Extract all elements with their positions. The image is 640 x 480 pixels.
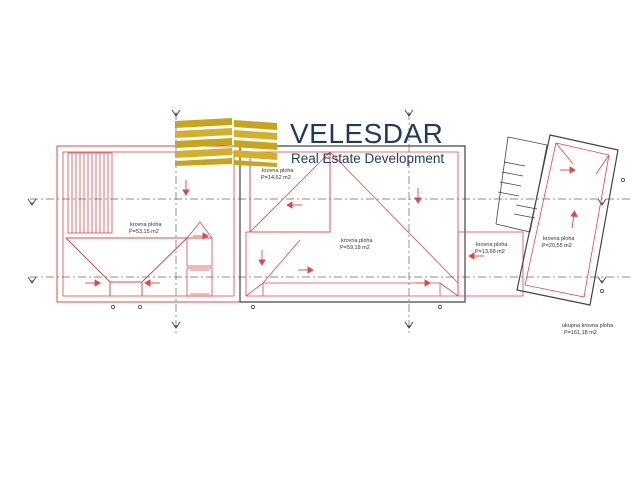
brand-name: VELESDAR bbox=[290, 118, 444, 149]
dormer-low bbox=[186, 267, 213, 297]
solar-panel-block bbox=[67, 152, 113, 234]
velesdar-logo-mark bbox=[175, 118, 277, 167]
arrow bbox=[570, 210, 578, 229]
reference-dots bbox=[111, 178, 625, 309]
area-label: krovna ploha bbox=[130, 222, 162, 228]
arrow bbox=[560, 166, 576, 174]
right-rotated-inner bbox=[524, 142, 610, 298]
area-value: P=20,55 m2 bbox=[542, 243, 572, 249]
area-label: krovna ploha bbox=[543, 236, 575, 242]
dormer-mid bbox=[186, 237, 213, 267]
left-roof-ridge bbox=[65, 237, 188, 283]
arrow bbox=[414, 188, 422, 204]
arrow bbox=[182, 180, 190, 196]
area-value: P=13,68 m2 bbox=[475, 249, 505, 255]
brand-tagline: Real Estate Development bbox=[291, 151, 445, 166]
middle-building-outline bbox=[239, 145, 466, 303]
area-value: P=14,62 m2 bbox=[261, 175, 291, 181]
arrow bbox=[468, 252, 484, 260]
arrow bbox=[286, 201, 302, 209]
area-label: krovna ploha bbox=[476, 242, 508, 248]
area-value: P=59,18 m2 bbox=[340, 245, 370, 251]
total-area-label: ukupna krovna ploha bbox=[562, 323, 614, 329]
axis-marker-bottom-right bbox=[404, 321, 414, 329]
staircase-outline bbox=[495, 136, 548, 233]
arrow bbox=[415, 279, 431, 287]
arrow bbox=[258, 250, 266, 266]
arrow bbox=[193, 232, 209, 240]
middle-roof-lines bbox=[245, 151, 459, 297]
staircase bbox=[495, 136, 548, 233]
axis-markers bbox=[27, 109, 607, 329]
right-rotated-outline bbox=[516, 134, 619, 306]
dormer-boxes bbox=[186, 221, 213, 297]
area-label: krovna ploha bbox=[341, 238, 373, 244]
solar-panel-hatch bbox=[71, 153, 109, 233]
area-value: P=53,15 m2 bbox=[129, 229, 159, 235]
axis-marker-left-bottom bbox=[27, 276, 37, 284]
arrow bbox=[144, 279, 160, 287]
arrow bbox=[298, 266, 314, 274]
axis-marker-top-right bbox=[404, 109, 414, 117]
axis-marker-top-left bbox=[171, 109, 181, 117]
axis-marker-bottom-left bbox=[171, 321, 181, 329]
solar-panel-outline bbox=[67, 152, 113, 234]
axis-marker-right-top bbox=[597, 198, 607, 206]
left-building bbox=[56, 145, 241, 303]
total-area-value: P=161,18 m2 bbox=[564, 330, 597, 336]
right-rotated-building bbox=[516, 134, 619, 306]
axis-marker-left-top bbox=[27, 198, 37, 206]
area-labels: krovna ploha P=53,15 m2 krovna ploha P=1… bbox=[129, 168, 614, 336]
left-building-inner-outline bbox=[62, 151, 235, 297]
axis-marker-right-bottom bbox=[597, 276, 607, 284]
area-label: krovna ploha bbox=[262, 168, 294, 174]
slope-arrows bbox=[85, 166, 578, 287]
arrow bbox=[85, 279, 101, 287]
